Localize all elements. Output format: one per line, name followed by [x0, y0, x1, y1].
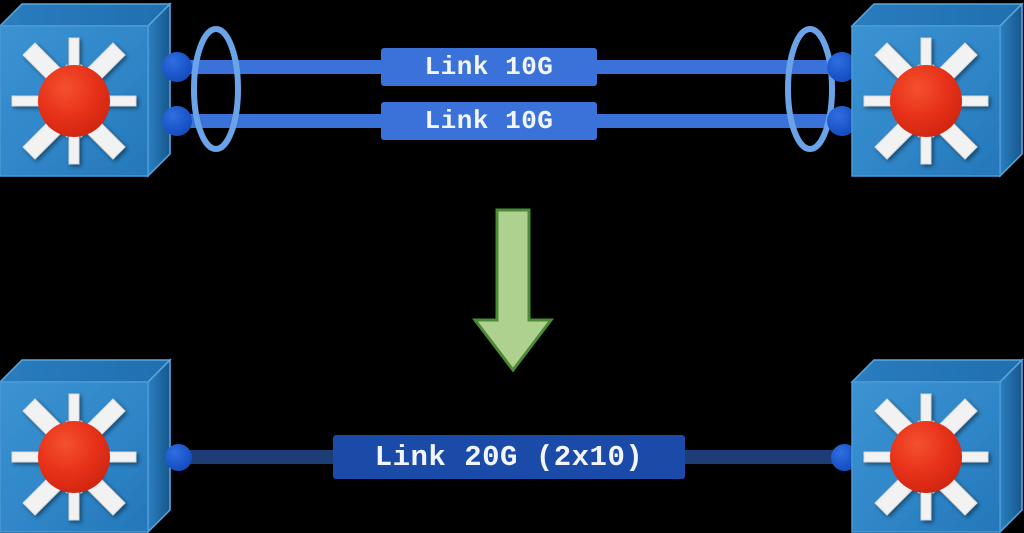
switch-core-sphere — [38, 65, 110, 137]
switch-right-bottom[interactable] — [850, 358, 1024, 533]
lag-bundle-ellipse-right — [782, 24, 838, 154]
link-label-top-1: Link 10G — [381, 48, 597, 86]
switch-core-sphere — [890, 65, 962, 137]
link-label-top-2: Link 10G — [381, 102, 597, 140]
endpoint-dot-top-left-1 — [162, 52, 192, 82]
link-label-bottom-aggregated: Link 20G (2x10) — [333, 435, 685, 479]
switch-core-sphere — [890, 421, 962, 493]
switch-right-top[interactable] — [850, 2, 1024, 180]
lag-bundle-ellipse-left — [188, 24, 244, 154]
endpoint-dot-bottom-left — [165, 444, 192, 471]
switch-core-sphere — [38, 421, 110, 493]
transform-down-arrow — [471, 208, 555, 373]
switch-left-top[interactable] — [0, 2, 172, 180]
endpoint-dot-top-left-2 — [162, 106, 192, 136]
switch-left-bottom[interactable] — [0, 358, 172, 533]
